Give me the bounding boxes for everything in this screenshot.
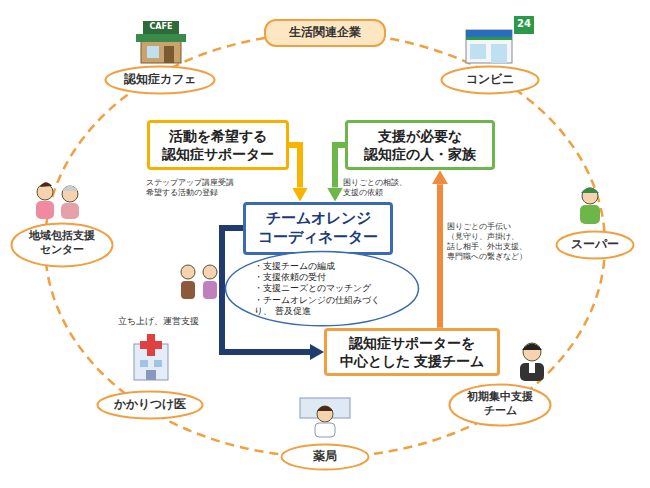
convenience-store-icon	[466, 16, 534, 63]
ellipse-outline	[282, 445, 369, 470]
node-text: 支援が必要な 認知症の人・家族	[354, 127, 486, 163]
node-text: ・支援ニーズとのマッチング	[254, 283, 394, 294]
edge-label: 困りごとの相談、 支援の依頼	[343, 178, 417, 198]
partner-ellipse: コンビニ	[440, 65, 540, 95]
node-text: 認知症カフェ	[118, 72, 202, 88]
ellipse-outline	[450, 385, 551, 426]
cafe-icon	[136, 21, 186, 63]
process-box: 支援が必要な 認知症の人・家族	[345, 120, 495, 170]
ellipse-outline	[442, 67, 539, 94]
node-text: 生活関連企業	[274, 25, 376, 41]
category-pill: 生活関連企業	[264, 19, 386, 47]
sign-text: CAFE	[143, 22, 179, 32]
ellipse-outline	[106, 67, 215, 94]
node-text: 地域包括支援 センター	[22, 229, 102, 258]
ellipse-outline	[557, 232, 634, 259]
node-text: ・チームオレンジの仕組みづくり、 普及促進	[254, 295, 394, 317]
edge-label: 困りごとの手伝い （見守り、声掛け、 話し相手、外出支援、 専門職への繋ぎなど）	[447, 222, 533, 262]
process-box: 認知症サポーターを 中心とした 支援チーム	[324, 328, 500, 376]
bullet-ellipse: ・支援チームの編成・支援依頼の受付・支援ニーズとのマッチング・チームオレンジの仕…	[224, 250, 420, 327]
flow-arrow	[289, 145, 300, 188]
node-text: 薬局	[294, 449, 356, 465]
dashed-ring	[45, 33, 605, 457]
clerk-icon	[580, 188, 600, 225]
sign-text: 24	[514, 18, 534, 31]
edge-label: 立ち上げ、運営支援	[118, 316, 216, 327]
partner-ellipse: 認知症カフェ	[104, 65, 216, 95]
node-text: 認知症サポーターを 中心とした 支援チーム	[333, 334, 491, 370]
handshake-icon	[181, 265, 217, 299]
partner-ellipse: 初期集中支援 チーム	[448, 383, 552, 427]
partner-ellipse: 地域包括支援 センター	[10, 222, 114, 268]
process-box: 活動を希望する 認知症サポーター	[147, 120, 289, 170]
doctor-icon	[520, 343, 544, 381]
node-text: ・支援チームの編成	[254, 261, 394, 272]
ellipse-outline	[98, 392, 203, 419]
node-text: 活動を希望する 認知症サポーター	[156, 127, 280, 163]
node-text: コンビニ	[454, 72, 526, 88]
node-text: かかりつけ医	[110, 397, 190, 413]
ellipse-outline	[226, 252, 419, 326]
node-text: チームオレンジ コーディネーター	[252, 209, 384, 248]
pharmacist-icon	[300, 398, 350, 437]
node-text: スーパー	[565, 237, 625, 253]
node-text: ・支援依頼の受付	[254, 272, 394, 283]
hospital-icon	[134, 334, 168, 380]
edge-label: ステップアップ講座受講 希望する活動の登録	[146, 178, 240, 198]
partner-ellipse: 薬局	[280, 443, 370, 471]
people-icon	[36, 182, 79, 219]
flow-arrow	[437, 184, 443, 328]
partner-ellipse: スーパー	[555, 230, 635, 260]
process-box: チームオレンジ コーディネーター	[243, 202, 393, 255]
ellipse-outline	[12, 224, 113, 267]
partner-ellipse: かかりつけ医	[96, 390, 204, 420]
node-text: 初期集中支援 チーム	[460, 390, 540, 419]
